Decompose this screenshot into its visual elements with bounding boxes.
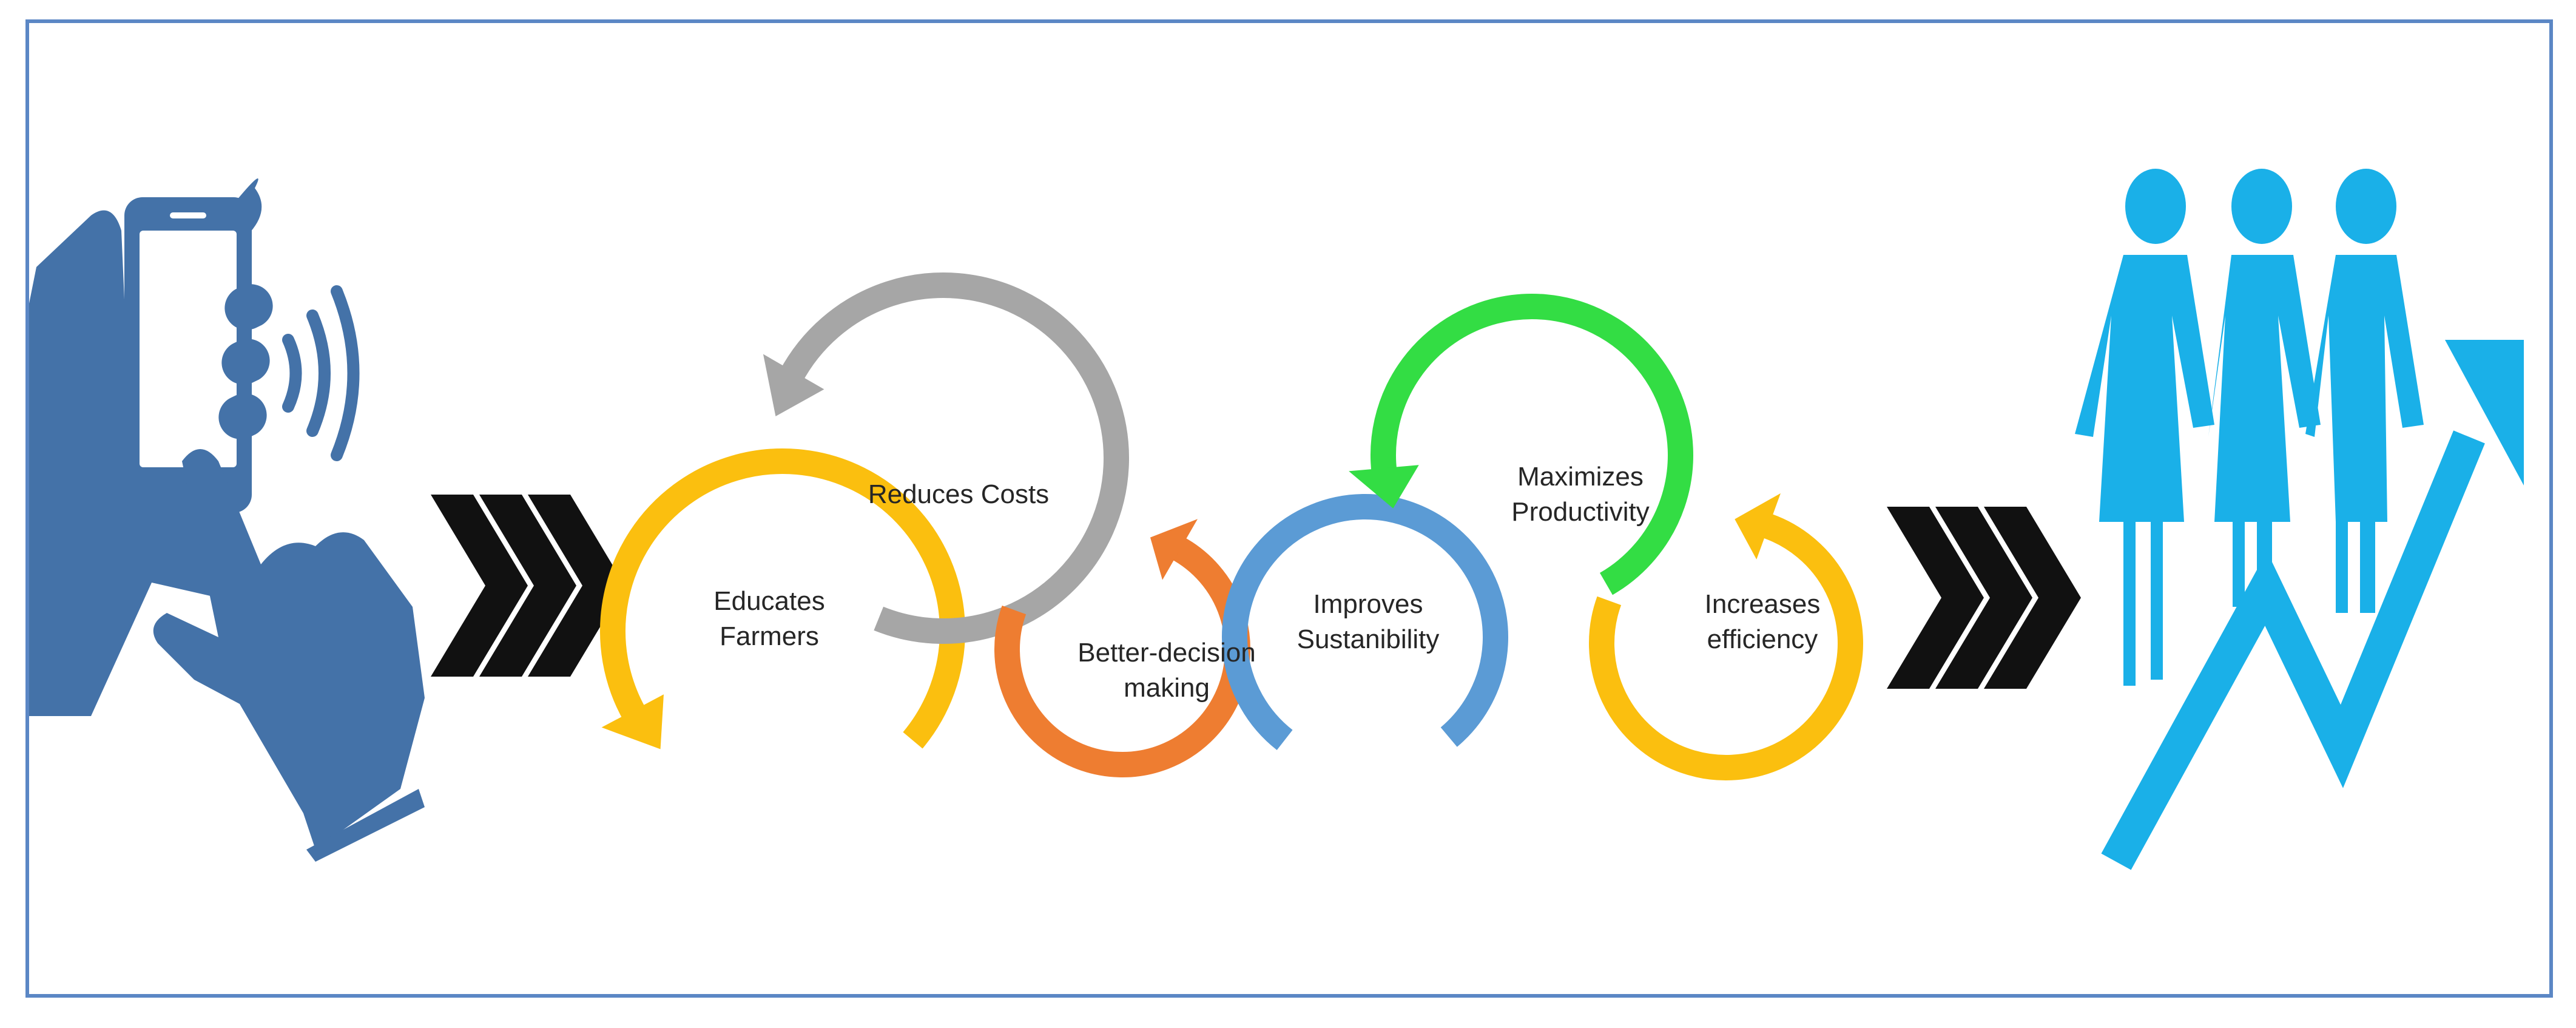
cycle-arrows — [600, 272, 1863, 780]
cycle-label-line: Increases — [1704, 589, 1821, 619]
chevron-shape — [431, 495, 528, 677]
cycle-label-line: making — [1124, 673, 1210, 703]
cycle-label-line: Sustanibility — [1296, 624, 1440, 654]
cycle-arrowhead-educates — [601, 694, 664, 749]
cycle-arrowhead-increases — [1735, 493, 1781, 560]
cycle-arc-improves — [1222, 494, 1508, 750]
cycle-arrowhead-maximizes — [1349, 465, 1419, 509]
cycle-label-reduces: Reduces Costs — [868, 477, 1049, 512]
cycle-label-line: Maximizes — [1517, 462, 1644, 492]
cycle-label-line: Improves — [1313, 589, 1423, 619]
people-growth-arrow-icon — [2075, 169, 2524, 870]
cycle-arrowhead-reduces — [763, 354, 824, 417]
cycle-label-line: efficiency — [1707, 624, 1818, 654]
chevron-shape — [1935, 507, 2032, 689]
chevron-shape — [479, 495, 576, 677]
chevron-shape — [528, 495, 625, 677]
chevron-shape — [1984, 507, 2081, 689]
cycle-label-increases: Increases efficiency — [1705, 587, 1821, 657]
cycle-label-line: Educates — [713, 586, 825, 616]
chevron-shape — [1887, 507, 1984, 689]
cycle-arc-maximizes — [1371, 294, 1693, 595]
triple-chevron-right-icon — [1887, 507, 2081, 689]
cycle-label-line: Productivity — [1511, 497, 1650, 527]
cycle-label-line: Farmers — [720, 621, 819, 651]
triple-chevron-right-icon — [431, 495, 625, 677]
cycle-label-better: Better-decision making — [1077, 635, 1255, 706]
cycle-arc-increases — [1589, 513, 1863, 780]
cycle-arrowhead-better — [1150, 519, 1198, 580]
cycle-label-line: Better-decision — [1077, 638, 1256, 668]
hand-holding-smartphone-icon — [29, 178, 425, 862]
cycle-label-line: Reduces Costs — [868, 479, 1050, 509]
